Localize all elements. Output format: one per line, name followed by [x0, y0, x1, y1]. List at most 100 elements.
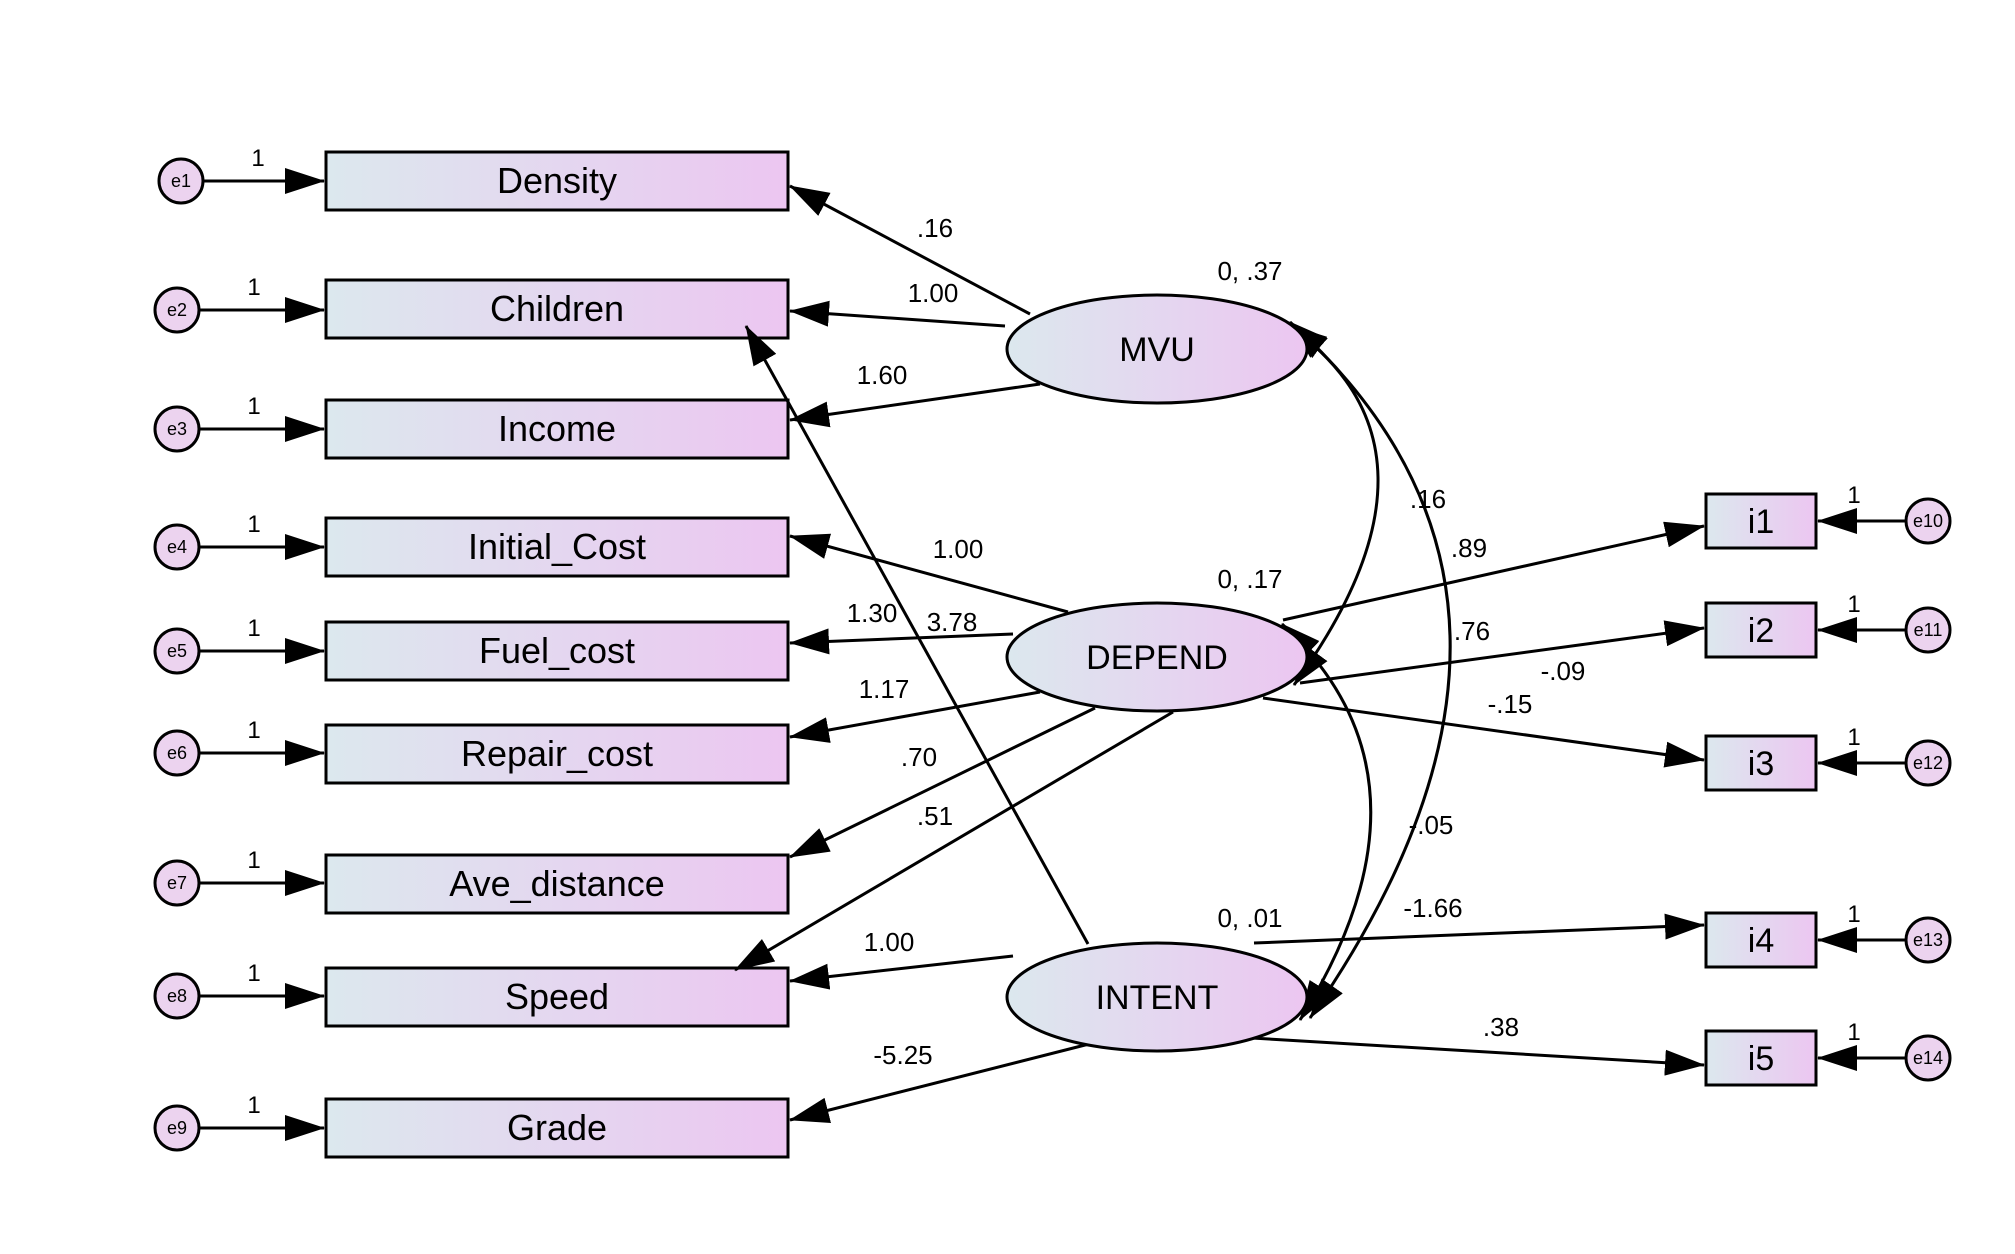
error-e11: e11 1: [1817, 591, 1952, 654]
indicator-i5-label: i5: [1748, 1040, 1774, 1078]
coef-depend-speed: .51: [917, 801, 953, 831]
covariance-mvu-depend: [1287, 323, 1380, 686]
observed-initial-cost: Initial_Cost: [324, 516, 790, 578]
observed-repair-cost-label: Repair_cost: [461, 733, 653, 774]
error-e11-label: e11: [1914, 620, 1943, 640]
covariance-depend-intent: [1280, 622, 1373, 1021]
path-depend-ave-distance: [789, 706, 1096, 859]
coef-intent-children: 3.78: [927, 607, 978, 637]
observed-fuel-cost: Fuel_cost: [324, 620, 790, 682]
path-intent-children: [744, 325, 1090, 945]
path-depend-speed: [734, 710, 1174, 972]
path-depend-i1: [1282, 521, 1705, 622]
error-e2-weight: 1: [247, 274, 260, 301]
observed-density-label: Density: [497, 160, 617, 201]
error-e1-weight: 1: [251, 145, 264, 172]
error-e10: e10 1: [1817, 482, 1952, 545]
coef-depend-i3: -.15: [1488, 689, 1533, 719]
error-e6-weight: 1: [247, 717, 260, 744]
error-e13-weight: 1: [1847, 901, 1860, 928]
error-e9-label: e9: [167, 1118, 187, 1138]
latent-intent-variance: 0, .01: [1217, 903, 1282, 933]
latent-intent-label: INTENT: [1096, 979, 1219, 1017]
error-e1-label: e1: [171, 171, 191, 191]
indicator-i4-label: i4: [1748, 922, 1774, 960]
path-mvu-income: [789, 382, 1041, 428]
coef-depend-initial-cost: 1.00: [933, 534, 984, 564]
path-depend-repair-cost: [789, 690, 1041, 743]
error-e5-label: e5: [167, 641, 187, 661]
error-e7: e7 1: [153, 847, 325, 907]
error-e13: e13 1: [1817, 901, 1952, 964]
error-e8-label: e8: [167, 986, 187, 1006]
coef-intent-grade: -5.25: [873, 1040, 932, 1070]
error-e7-weight: 1: [247, 847, 260, 874]
latent-mvu-label: MVU: [1119, 331, 1195, 369]
indicator-i4: i4: [1704, 911, 1818, 969]
path-mvu-children: [789, 300, 1006, 328]
coef-depend-ave-distance: .70: [901, 742, 937, 772]
path-mvu-density: [789, 184, 1031, 316]
error-e8: e8 1: [153, 960, 325, 1020]
path-intent-grade: [789, 1041, 1094, 1123]
error-e2: e2 1: [153, 274, 325, 334]
error-e4-weight: 1: [247, 511, 260, 538]
error-e8-weight: 1: [247, 960, 260, 987]
error-e9-weight: 1: [247, 1092, 260, 1119]
indicator-i1: i1: [1704, 492, 1818, 550]
observed-repair-cost: Repair_cost: [324, 723, 790, 785]
covariance-mvu-intent: [1288, 320, 1452, 1019]
error-e5-weight: 1: [247, 615, 260, 642]
latent-depend-label: DEPEND: [1086, 639, 1228, 677]
latent-mvu: MVU 0, .37: [1005, 256, 1309, 405]
observed-income-label: Income: [498, 408, 616, 449]
indicator-i1-label: i1: [1748, 503, 1774, 541]
observed-children-label: Children: [490, 288, 624, 329]
error-e2-label: e2: [167, 300, 187, 320]
coef-depend-fuel-cost: 1.30: [847, 598, 898, 628]
error-e9: e9 1: [153, 1092, 325, 1152]
coef-depend-i1: .89: [1451, 533, 1487, 563]
error-e12-label: e12: [1913, 753, 1943, 773]
error-e14: e14 1: [1817, 1019, 1952, 1082]
observed-fuel-cost-label: Fuel_cost: [479, 630, 635, 671]
error-e10-weight: 1: [1847, 482, 1860, 509]
error-e6: e6 1: [153, 717, 325, 777]
error-e1: e1 1: [157, 145, 325, 205]
error-e13-label: e13: [1913, 930, 1943, 950]
error-e10-label: e10: [1913, 511, 1943, 531]
coef-intent-i4: -1.66: [1403, 893, 1462, 923]
observed-speed-label: Speed: [505, 976, 609, 1017]
path-intent-i4: [1253, 913, 1705, 945]
observed-ave-distance: Ave_distance: [324, 853, 790, 915]
error-e12-weight: 1: [1847, 724, 1860, 751]
indicator-i3: i3: [1704, 734, 1818, 792]
path-depend-initial-cost: [789, 533, 1069, 614]
error-e12: e12 1: [1817, 724, 1952, 787]
path-depend-fuel-cost: [789, 628, 1014, 655]
latent-intent: INTENT 0, .01: [1005, 903, 1309, 1053]
error-e14-label: e14: [1913, 1048, 1943, 1068]
latent-depend-variance: 0, .17: [1217, 564, 1282, 594]
coef-intent-i5: .38: [1483, 1012, 1519, 1042]
coef-depend-repair-cost: 1.17: [859, 674, 910, 704]
coef-depend-i2: .76: [1454, 616, 1490, 646]
error-e3-weight: 1: [247, 393, 260, 420]
path-intent-i5: [1251, 1036, 1705, 1076]
error-e3-label: e3: [167, 419, 187, 439]
coef-mvu-income: 1.60: [857, 360, 908, 390]
observed-income: Income: [324, 398, 790, 460]
indicator-i3-label: i3: [1748, 745, 1774, 783]
coef-mvu-children: 1.00: [908, 278, 959, 308]
coef-mvu-density: .16: [917, 213, 953, 243]
error-e11-weight: 1: [1847, 591, 1860, 618]
observed-speed: Speed: [324, 966, 790, 1028]
latent-mvu-variance: 0, .37: [1217, 256, 1282, 286]
indicator-i5: i5: [1704, 1029, 1818, 1087]
error-e6-label: e6: [167, 743, 187, 763]
indicator-i2: i2: [1704, 601, 1818, 659]
observed-ave-distance-label: Ave_distance: [449, 863, 665, 904]
observed-children: Children: [324, 278, 790, 340]
error-e4-label: e4: [167, 537, 187, 557]
